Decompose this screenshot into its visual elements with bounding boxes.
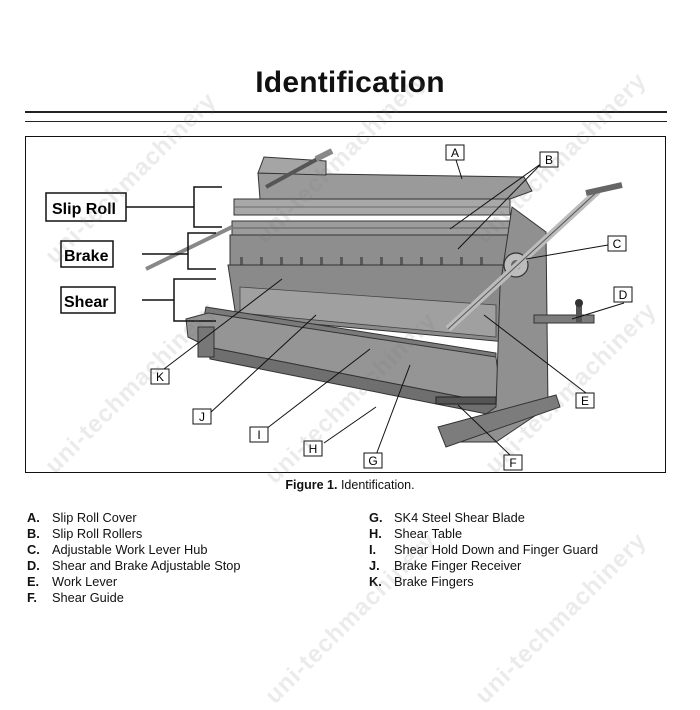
brake-beam — [229, 234, 513, 266]
legend-text: Brake Finger Receiver — [394, 558, 522, 573]
legend-letter: D. — [27, 558, 40, 573]
legend-text: Shear Table — [394, 526, 463, 541]
slip-roll-cover — [257, 172, 533, 200]
legend-letter: H. — [369, 526, 382, 541]
group-label-brake: Brake — [64, 248, 109, 265]
legend-item: C. Adjustable Work Lever Hub — [27, 542, 241, 558]
callout-B: B — [545, 153, 553, 167]
legend-text: Shear Guide — [52, 590, 124, 605]
legend-letter: E. — [27, 574, 40, 589]
legend-text: SK4 Steel Shear Blade — [394, 510, 525, 525]
legend-text: Shear and Brake Adjustable Stop — [52, 558, 241, 573]
figure-caption: Figure 1. Identification. — [0, 478, 700, 492]
legend-text: Shear Hold Down and Finger Guard — [394, 542, 599, 557]
figure-caption-text: Identification. — [337, 478, 415, 492]
machine-illustration: Slip Roll Brake Shear A B — [45, 144, 633, 471]
legend-item: G. SK4 Steel Shear Blade — [369, 510, 598, 526]
callout-H: H — [309, 442, 318, 456]
legend-text: Work Lever — [52, 574, 118, 589]
callout-E: E — [581, 394, 589, 408]
legend-letter: J. — [369, 558, 380, 573]
shear-guide — [435, 396, 497, 405]
callout-J: J — [199, 410, 205, 424]
legend-text: Brake Fingers — [394, 574, 474, 589]
legend-text: Slip Roll Cover — [52, 510, 137, 525]
legend-left: A. Slip Roll Cover B. Slip Roll Rollers C.… — [27, 510, 241, 606]
legend-letter: C. — [27, 542, 40, 557]
callout-K: K — [156, 370, 164, 384]
page-title: Identification — [255, 66, 445, 99]
legend-letter: B. — [27, 526, 40, 541]
callout-C: C — [613, 237, 622, 251]
group-label-shear: Shear — [64, 294, 108, 311]
legend-letter: F. — [27, 590, 37, 605]
legend-text: Slip Roll Rollers — [52, 526, 143, 541]
legend-item: D. Shear and Brake Adjustable Stop — [27, 558, 241, 574]
title-rule-bottom — [25, 121, 667, 122]
legend-letter: G. — [369, 510, 383, 525]
legend-letter: K. — [369, 574, 382, 589]
callout-G: G — [368, 454, 377, 468]
brake-fingers — [240, 257, 483, 265]
legend-letter: A. — [27, 510, 40, 525]
legend-item: E. Work Lever — [27, 574, 241, 590]
legend-item: I. Shear Hold Down and Finger Guard — [369, 542, 598, 558]
callout-I: I — [257, 428, 260, 442]
callout-F: F — [509, 456, 516, 470]
adjustable-stop-bar — [533, 314, 595, 324]
title-rule-top — [25, 111, 667, 113]
legend-item: J. Brake Finger Receiver — [369, 558, 598, 574]
legend-text: Adjustable Work Lever Hub — [52, 542, 208, 557]
group-label-slip-roll: Slip Roll — [52, 201, 116, 218]
legend-item: K. Brake Fingers — [369, 574, 598, 590]
legend-item: F. Shear Guide — [27, 590, 241, 606]
figure-frame: Slip Roll Brake Shear A B — [25, 136, 666, 473]
callout-D: D — [619, 288, 628, 302]
legend-item: B. Slip Roll Rollers — [27, 526, 241, 542]
legend-right: G. SK4 Steel Shear Blade H. Shear Table I.… — [369, 510, 598, 590]
legend-item: H. Shear Table — [369, 526, 598, 542]
legend-letter: I. — [369, 542, 377, 557]
callout-A: A — [451, 146, 459, 160]
legend-item: A. Slip Roll Cover — [27, 510, 241, 526]
figure-caption-label: Figure 1. — [285, 478, 338, 492]
